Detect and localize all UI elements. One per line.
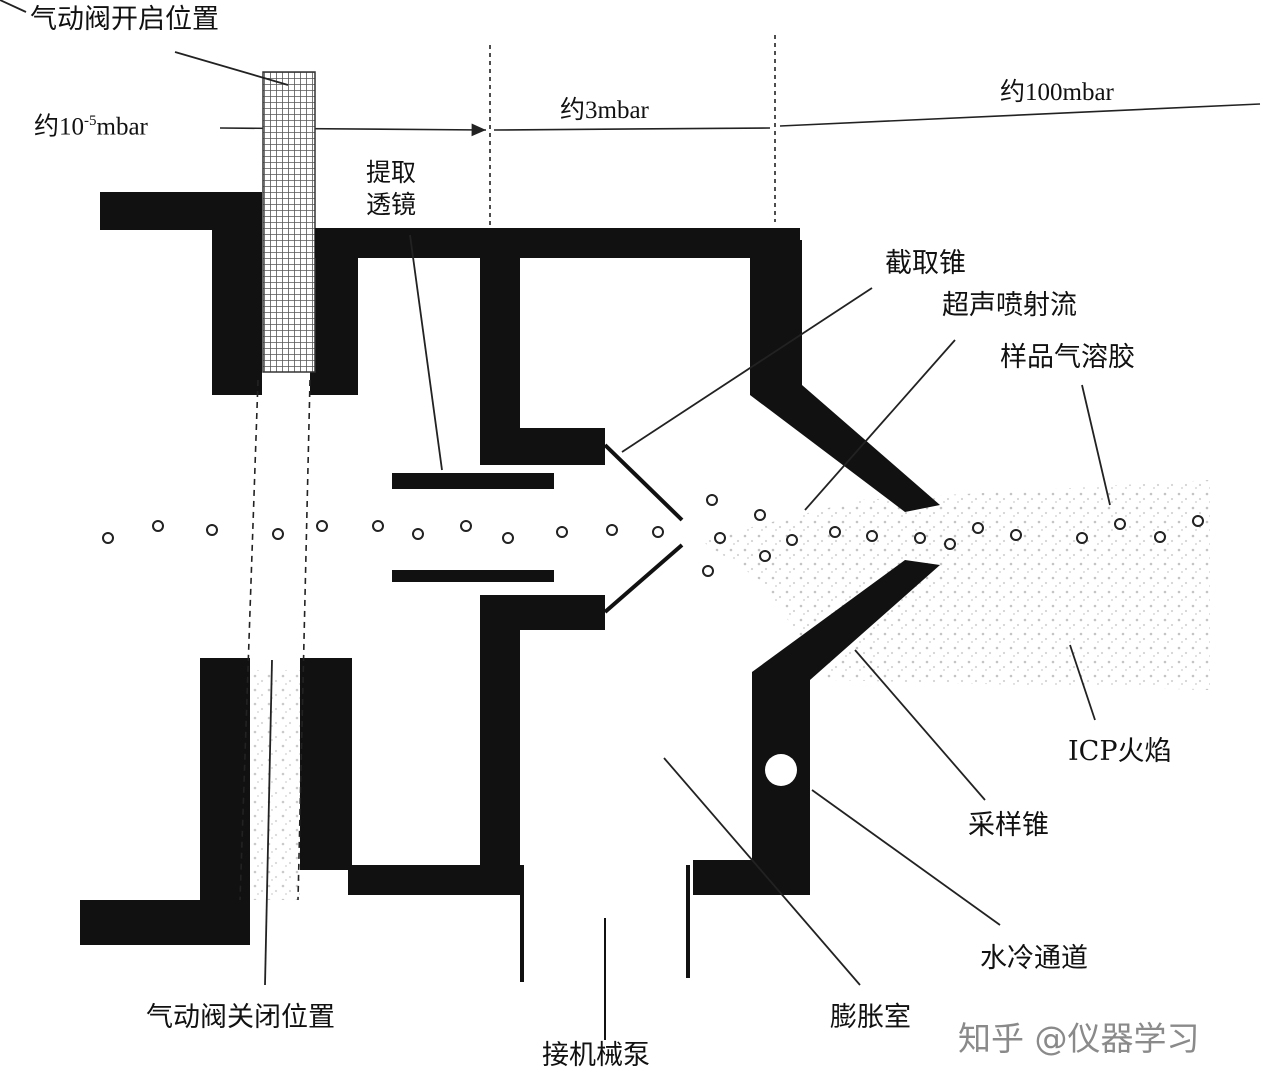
ion-particle [372,520,384,532]
ion-particle [702,565,714,577]
ion-particle [102,532,114,544]
label-water-channel: 水冷通道 [980,943,1088,974]
ion-particle [1114,518,1126,530]
ion-particle [460,520,472,532]
ion-particle [944,538,956,550]
label-pressure-mid: 约3mbar [560,97,649,124]
label-valve-closed: 气动阀关闭位置 [146,1002,335,1033]
label-pressure-high: 约100mbar [1000,79,1114,106]
valve-closed-outline [239,379,311,901]
ion-particle [1154,531,1166,543]
ion-particle [972,522,984,534]
pressure-low-unit: mbar [96,113,148,141]
water-cooling-hole [765,754,797,786]
ion-particle [866,530,878,542]
ion-particle [1010,529,1022,541]
label-pump: 接机械泵 [542,1040,650,1071]
chamber-walls [315,228,940,895]
label-valve-open: 气动阀开启位置 [30,4,219,35]
ion-particle [556,526,568,538]
extraction-lens [392,473,554,582]
label-icp-flame: ICP火焰 [1068,736,1172,767]
ion-particle [759,550,771,562]
ion-particle [706,494,718,506]
ion-particle [1192,515,1204,527]
ion-particle [502,532,514,544]
label-sample-aerosol: 样品气溶胶 [1000,342,1135,373]
ion-particle [714,532,726,544]
ion-particle [412,528,424,540]
ion-particle [152,520,164,532]
ion-particle [829,526,841,538]
gate-valve [262,71,316,373]
ion-particle [652,526,664,538]
pump-outlet [520,865,690,1040]
label-extraction-lens-line1: 提取 [366,158,417,187]
watermark: 知乎 @仪器学习 [958,1019,1200,1058]
ion-particle [272,528,284,540]
skimmer-cone-tip [603,443,684,614]
icp-plasma-region [248,480,1210,900]
ion-particle [1076,532,1088,544]
ion-particle [786,534,798,546]
label-supersonic-jet: 超声喷射流 [942,290,1077,321]
valve-housing [80,192,358,945]
ion-beam [102,494,1204,577]
label-expansion-chamber: 膨胀室 [830,1002,911,1033]
label-skimmer-cone: 截取锥 [885,248,966,279]
pressure-low-base: 约10 [34,113,85,141]
label-extraction-lens-line2: 透镜 [366,190,417,219]
ion-particle [316,520,328,532]
pressure-low-exponent: -5 [84,113,97,129]
ion-particle [914,532,926,544]
ion-particle [606,524,618,536]
leader-lines [0,0,1111,986]
label-pressure-high-vacuum: 约10-5mbar [34,113,148,141]
label-sampling-cone: 采样锥 [968,810,1049,841]
ion-particle [206,524,218,536]
ion-particle [754,509,766,521]
